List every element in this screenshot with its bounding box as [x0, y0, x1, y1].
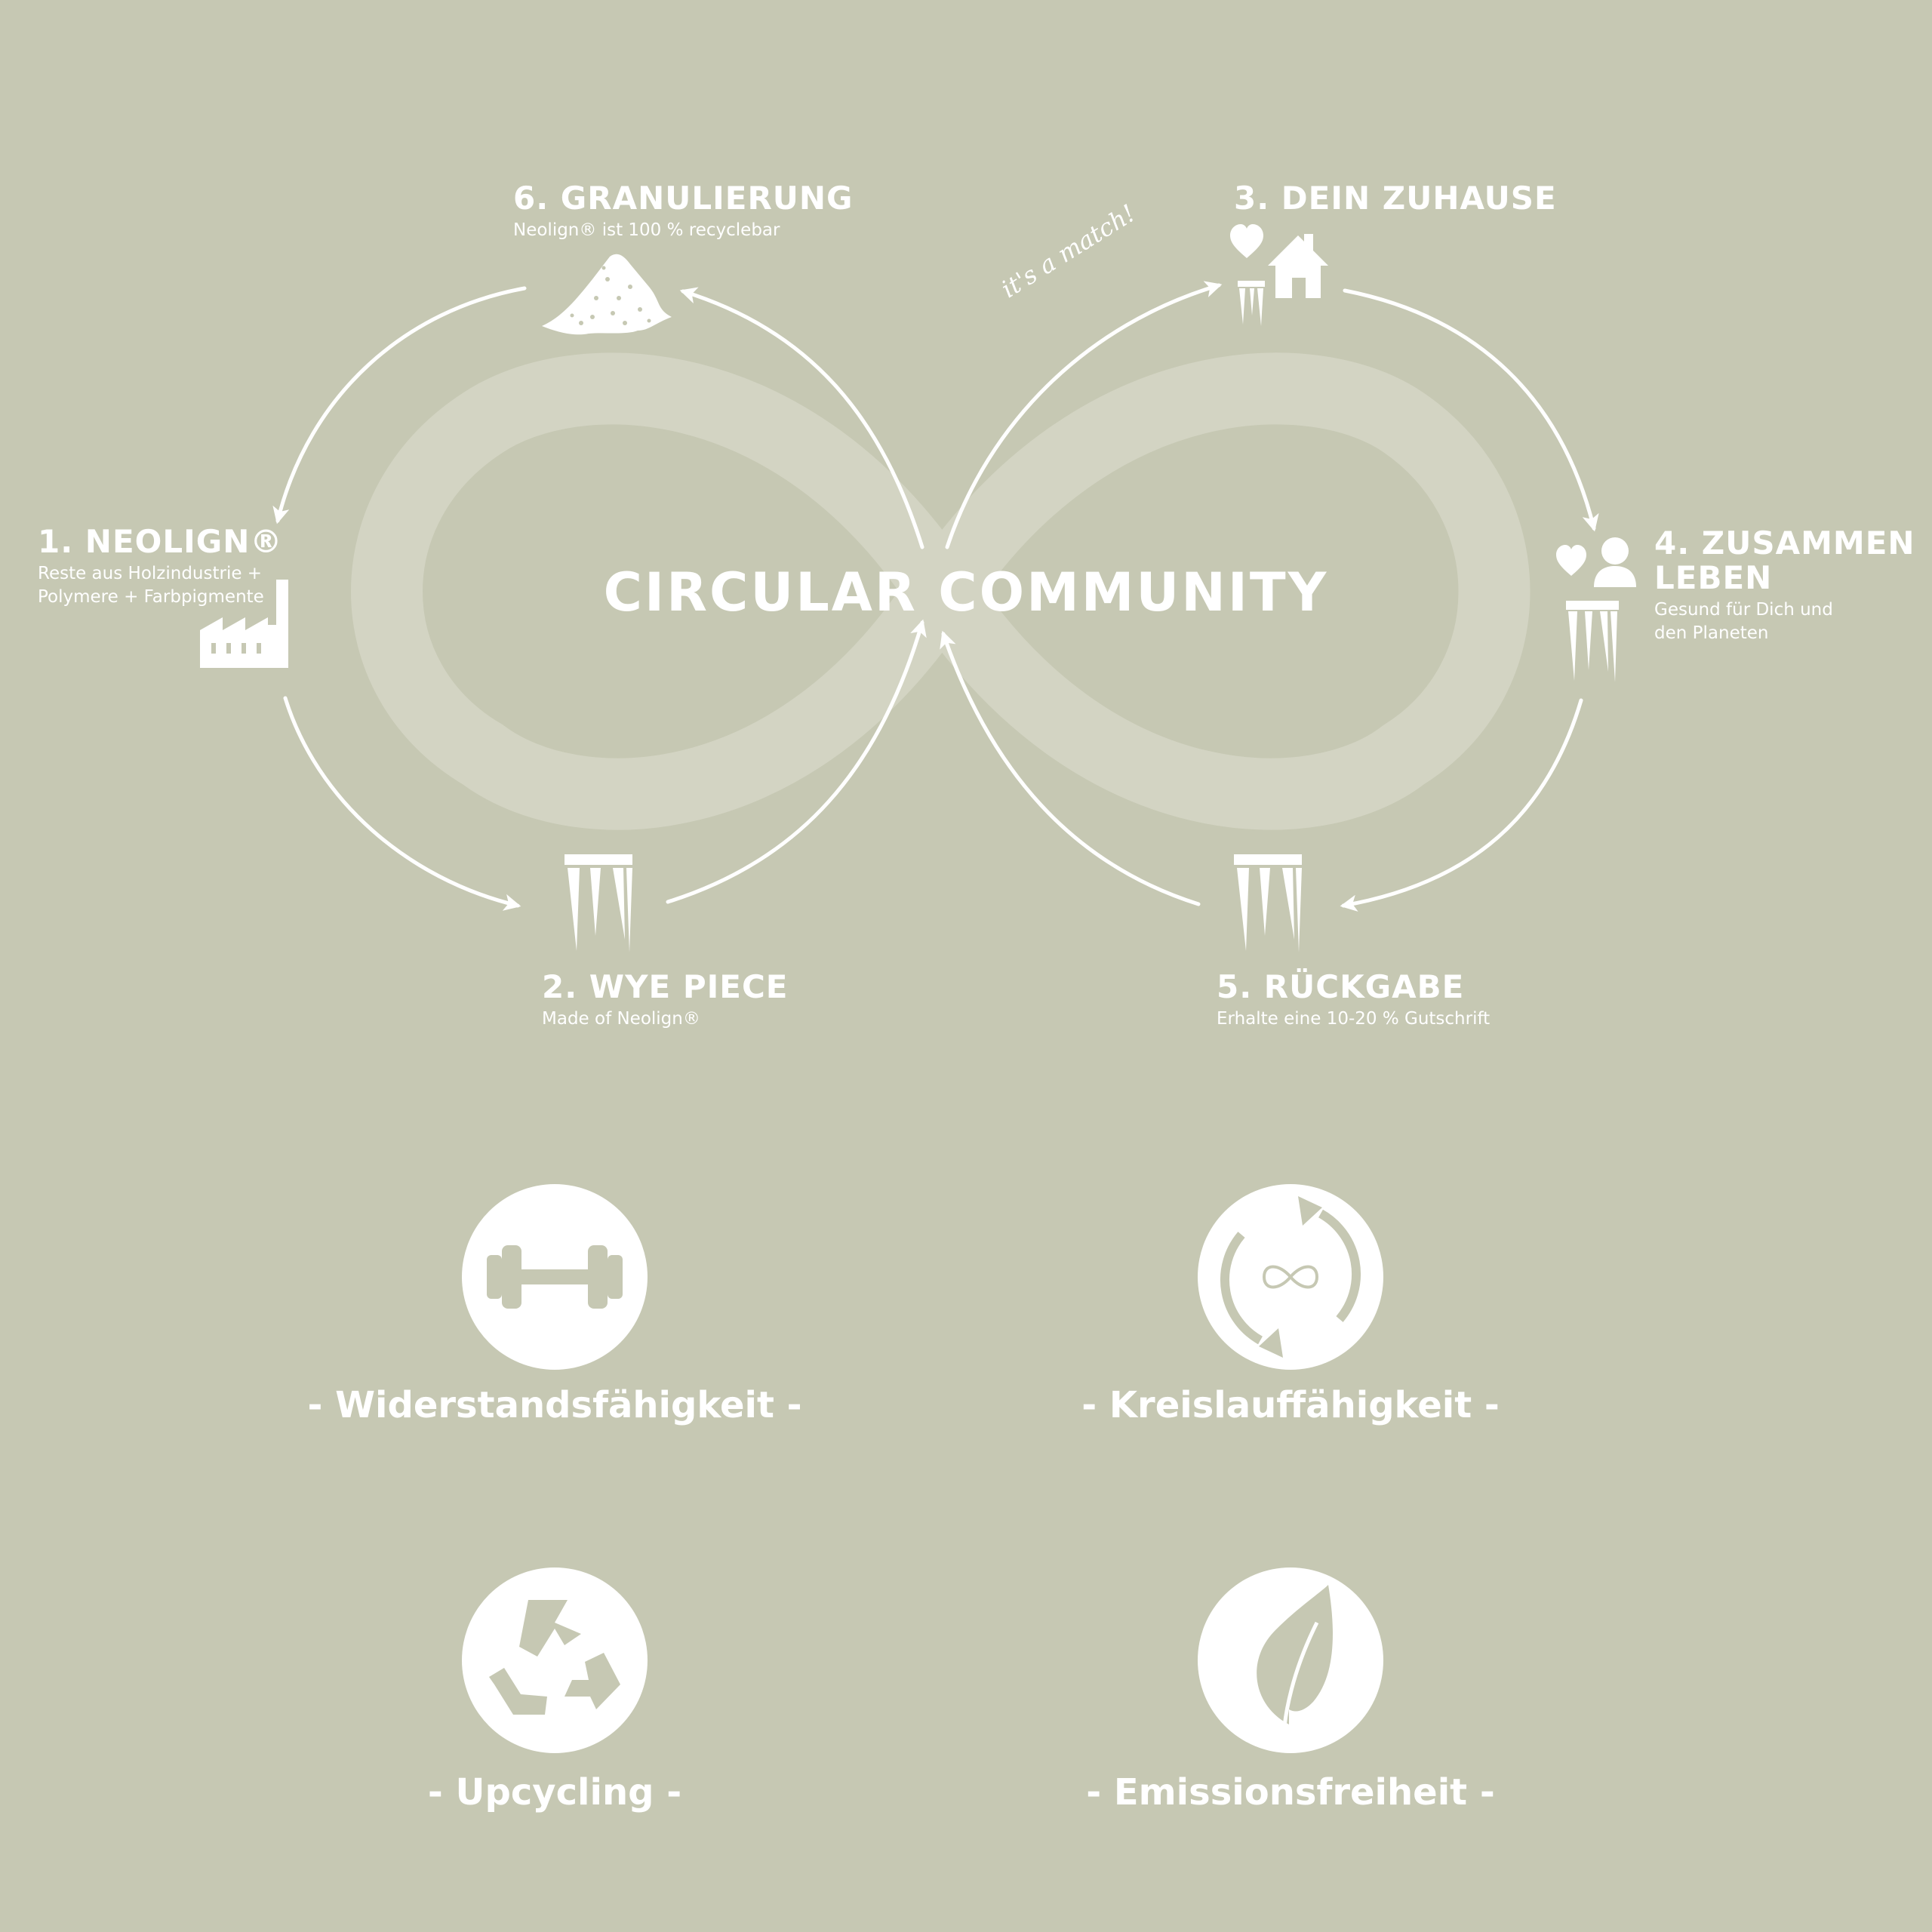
step-title: 4. ZUSAMMEN [1654, 525, 1915, 561]
arrow-center-to-6 [679, 287, 924, 549]
step-subtitle-line: Gesund für Dich und [1654, 600, 1833, 620]
step-subtitle-line: Polymere + Farbpigmente [38, 587, 264, 607]
arrow-5-to-center [940, 630, 1201, 906]
step-6-granulierung: 6. GRANULIERUNG Neolign® ist 100 % recyc… [513, 181, 854, 242]
factory-icon [200, 580, 288, 668]
center-title: CIRCULAR COMMUNITY [603, 561, 1329, 623]
arrow-6-to-1 [272, 286, 527, 525]
granulate-pile-icon [542, 254, 672, 335]
feature-label-upcycling: - Upcycling - [427, 1771, 682, 1814]
leaf-icon [1198, 1567, 1383, 1753]
stool-icon-4 [1566, 601, 1619, 682]
house-icon [1268, 234, 1328, 298]
step-subtitle-line: Reste aus Holzindustrie + [38, 564, 263, 583]
step-title: 2. WYE PIECE [542, 968, 789, 1005]
heart-icon-2 [1556, 545, 1586, 576]
arrow-center-to-3 [945, 281, 1223, 549]
arrow-2-to-center [666, 619, 927, 904]
heart-icon [1230, 224, 1263, 258]
cycle-infinity-icon [1198, 1184, 1383, 1370]
step-3-dein-zuhause: 3. DEIN ZUHAUSE [1234, 181, 1557, 216]
feature-label-kreislauffaehigkeit: - Kreislauffähigkeit - [1081, 1384, 1500, 1426]
step-subtitle: Reste aus Holzindustrie + Polymere + Far… [38, 562, 282, 609]
dumbbell-icon [462, 1184, 648, 1370]
step-4-zusammen-leben: 4. ZUSAMMEN LEBEN Gesund für Dich und de… [1654, 526, 1915, 645]
arrow-3-to-4 [1343, 288, 1599, 532]
arrow-4-to-5 [1340, 698, 1583, 912]
arrow-1-to-2 [283, 696, 521, 911]
step-5-rueckgabe: 5. RÜCKGABE Erhalte eine 10-20 % Gutschr… [1217, 970, 1490, 1031]
small-stool-icon [1238, 281, 1265, 326]
feature-label-emissionsfreiheit: - Emissionsfreiheit - [1086, 1771, 1495, 1814]
stool-icon [565, 854, 632, 952]
step-subtitle-line: den Planeten [1654, 623, 1769, 643]
step-title-line-2: LEBEN [1654, 559, 1773, 596]
feature-label-widerstandsfaehigkeit: - Widerstandsfähigkeit - [307, 1384, 802, 1426]
step-1-neolign: 1. NEOLIGN® Reste aus Holzindustrie + Po… [38, 525, 282, 609]
step-2-wye-piece: 2. WYE PIECE Made of Neolign® [542, 970, 788, 1031]
step-subtitle: Erhalte eine 10-20 % Gutschrift [1217, 1009, 1491, 1029]
stool-icon-5 [1234, 854, 1302, 952]
step-title: 6. GRANULIERUNG [513, 180, 854, 217]
step-title: 1. NEOLIGN® [38, 523, 283, 560]
person-icon [1594, 537, 1636, 587]
step-title: 5. RÜCKGABE [1217, 968, 1465, 1005]
step-title: 3. DEIN ZUHAUSE [1234, 180, 1557, 217]
step-subtitle: Made of Neolign® [542, 1009, 700, 1029]
step-subtitle: Gesund für Dich und den Planeten [1654, 598, 1915, 645]
infinity-band [351, 352, 1531, 830]
recycle-icon [462, 1567, 648, 1753]
step-subtitle: Neolign® ist 100 % recyclebar [513, 220, 780, 240]
